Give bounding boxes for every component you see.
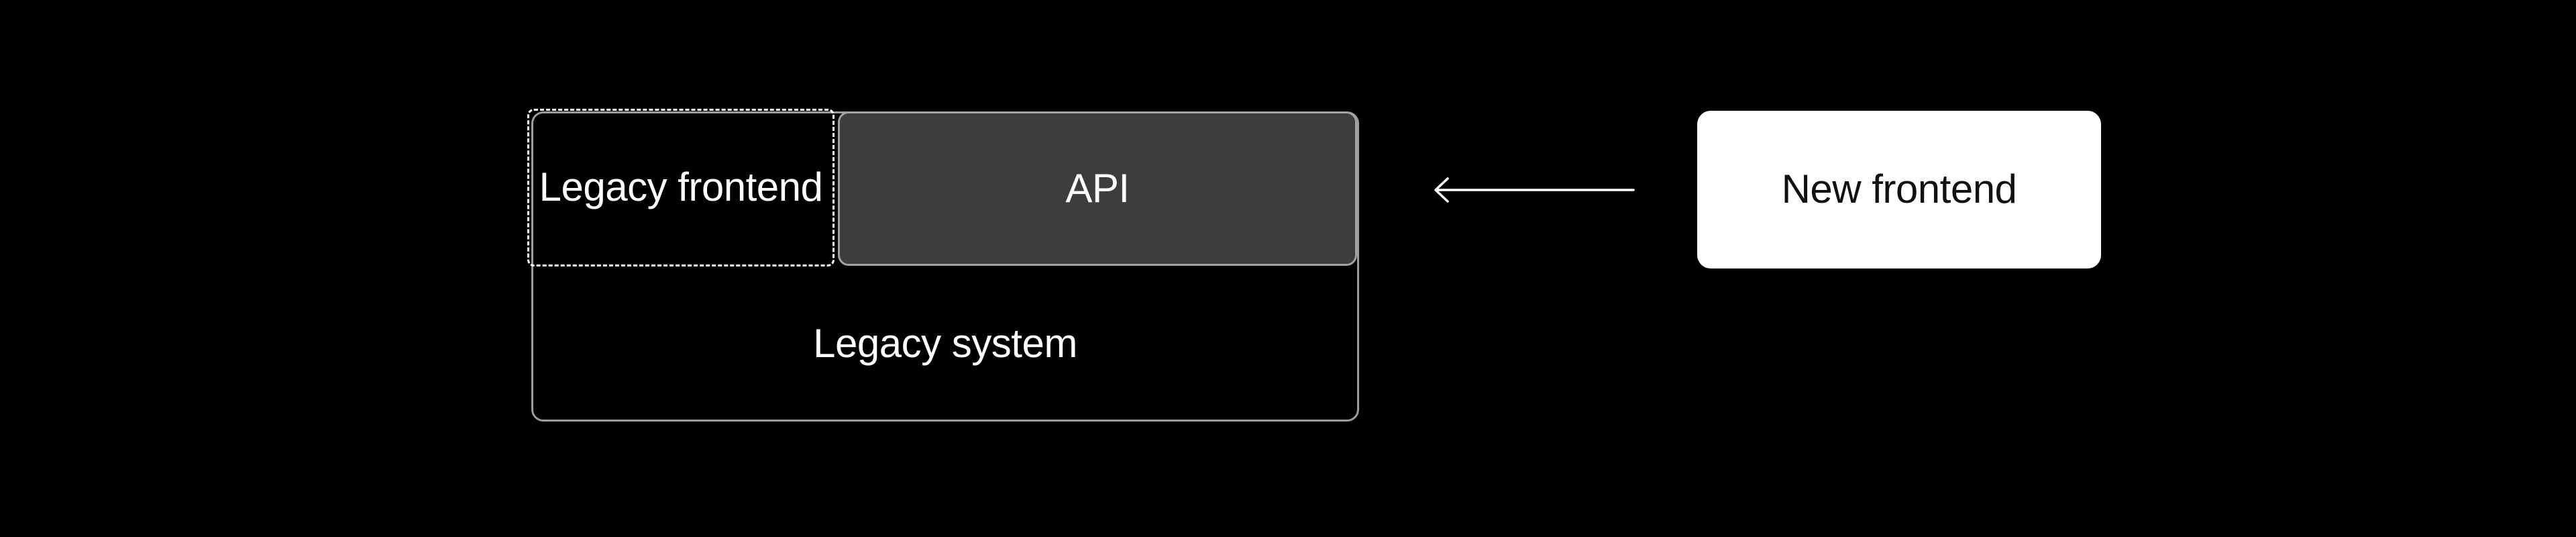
new-frontend-label: New frontend — [1781, 166, 2017, 212]
legacy-frontend-label: Legacy frontend — [539, 164, 823, 210]
legacy-system-label: Legacy system — [813, 320, 1077, 366]
legacy-frontend-box: Legacy frontend — [527, 109, 835, 266]
api-box: API — [838, 111, 1357, 266]
legacy-system-label-band: Legacy system — [531, 266, 1359, 422]
left-arrow-icon — [1434, 177, 1635, 203]
new-frontend-box: New frontend — [1697, 111, 2101, 268]
api-label: API — [1065, 165, 1130, 211]
